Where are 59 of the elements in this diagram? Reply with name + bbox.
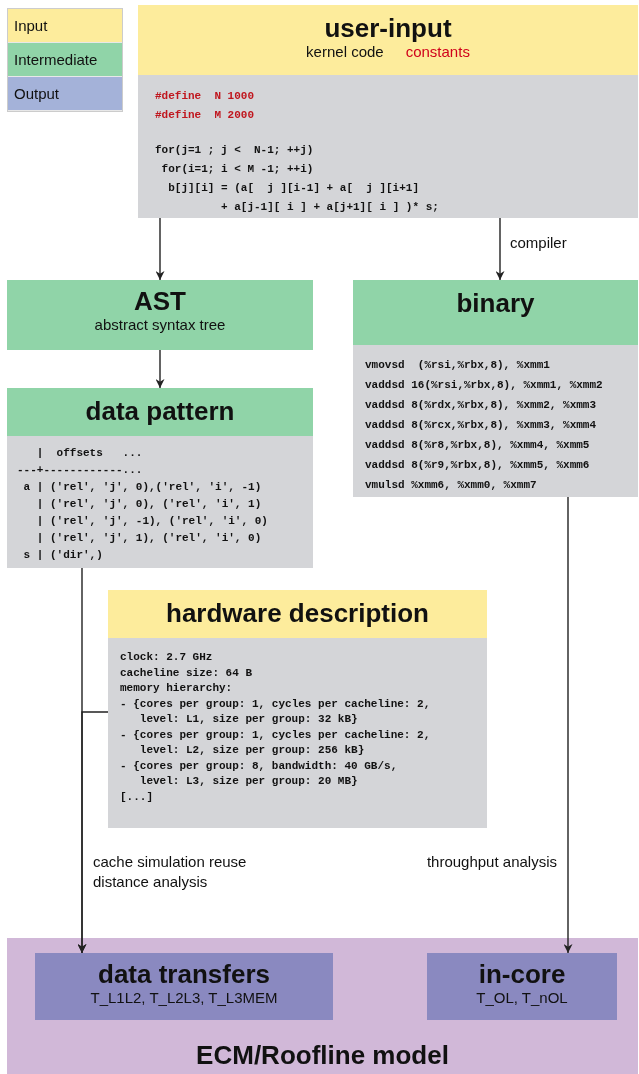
output-box xyxy=(35,953,333,1020)
code-line: cacheline size: 64 B xyxy=(120,665,254,681)
code-line: + a[j-1][ i ] + a[j+1][ i ] )* s; xyxy=(220,200,440,215)
code-line: level: L2, size per group: 256 kB} xyxy=(138,743,366,758)
code-line: vaddsd 16(%rsi,%rbx,8), %xmm1, %xmm2 xyxy=(365,378,604,393)
arrow xyxy=(77,711,109,954)
box-subtitle: abstract syntax tree xyxy=(93,316,227,334)
code-line: for(j=1 ; j < N-1; ++j) xyxy=(155,143,315,158)
code-line: s | ('dir',) xyxy=(22,548,104,563)
content-panel xyxy=(7,388,313,568)
content-panel xyxy=(353,280,638,497)
content-panel xyxy=(138,5,638,218)
code-line: a | ('rel', 'j', 0),('rel', 'i', -1) xyxy=(22,480,263,495)
code-line: clock: 2.7 GHz xyxy=(120,650,214,665)
arrow xyxy=(155,217,165,281)
code-line: - {cores per group: 8, bandwidth: 40 GB/s, xyxy=(120,758,399,774)
code-line: b[j][i] = (a[ j ][i-1] + a[ j ][i+1] xyxy=(167,181,421,196)
legend-label: Output xyxy=(14,85,60,102)
box-subtitle: kernel code xyxy=(306,43,384,61)
code-line: vmovsd (%rsi,%rbx,8), %xmm1 xyxy=(365,358,551,373)
content-panel xyxy=(108,590,487,828)
code-line: | ('rel', 'j', -1), ('rel', 'i', 0) xyxy=(35,514,269,529)
code-line: #define M 2000 xyxy=(155,108,256,123)
box-title: binary xyxy=(455,288,536,318)
arrow xyxy=(495,217,505,281)
process-box xyxy=(7,280,313,350)
box-subtitle: T_L1L2, T_L2L3, T_L3MEM xyxy=(89,989,279,1007)
code-line: [...] xyxy=(120,789,154,805)
model-caption: ECM/Roofline model xyxy=(195,1040,450,1070)
code-line: ---+------------... xyxy=(17,463,144,478)
box-title: AST xyxy=(133,286,187,316)
box-title: data pattern xyxy=(84,396,236,426)
model-panel xyxy=(7,938,638,1074)
code-line: #define N 1000 xyxy=(155,89,256,104)
code-line: | ('rel', 'j', 1), ('rel', 'i', 0) xyxy=(35,531,263,546)
code-line: - {cores per group: 1, cycles per cacheline: 2, xyxy=(120,727,432,743)
code-line: vaddsd 8(%r8,%rbx,8), %xmm4, %xmm5 xyxy=(365,438,591,453)
code-line: level: L3, size per group: 20 MB} xyxy=(138,774,359,789)
box-subtitle: T_OL, T_nOL xyxy=(475,989,569,1007)
box-title: in-core xyxy=(477,959,567,989)
legend-label: Input xyxy=(14,17,48,34)
code-line: vaddsd 8(%r9,%rbx,8), %xmm5, %xmm6 xyxy=(365,458,591,473)
code-line: level: L1, size per group: 32 kB} xyxy=(138,712,359,727)
box-title: data transfers xyxy=(97,959,271,989)
box-title: user-input xyxy=(323,13,453,43)
arrow xyxy=(563,496,573,954)
box-title: hardware description xyxy=(165,598,430,628)
legend-label: Intermediate xyxy=(14,51,98,68)
code-line: for(i=1; i < M -1; ++i) xyxy=(160,162,315,177)
box-subtitle: constants xyxy=(405,43,470,61)
code-line: | offsets ... xyxy=(35,446,144,461)
code-line: vaddsd 8(%rdx,%rbx,8), %xmm2, %xmm3 xyxy=(365,398,598,413)
code-line: vmulsd %xmm6, %xmm0, %xmm7 xyxy=(365,478,538,493)
arrow xyxy=(155,349,165,389)
output-box xyxy=(427,953,617,1020)
code-line: memory hierarchy: xyxy=(120,681,234,696)
code-line: - {cores per group: 1, cycles per cacheline: 2, xyxy=(120,696,432,712)
code-line: | ('rel', 'j', 0), ('rel', 'i', 1) xyxy=(35,497,263,512)
code-line: vaddsd 8(%rcx,%rbx,8), %xmm3, %xmm4 xyxy=(365,418,598,433)
